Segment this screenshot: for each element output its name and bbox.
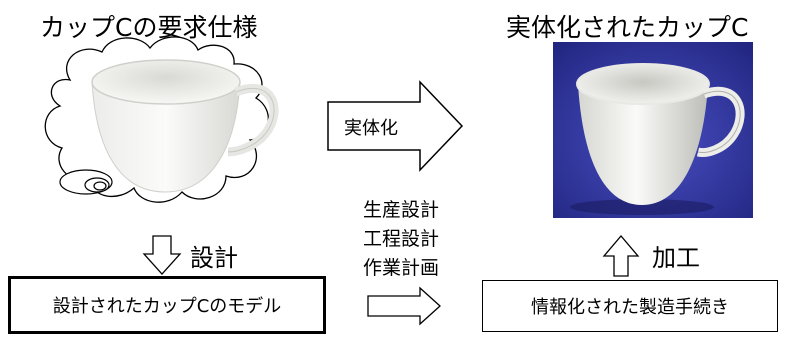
step-production-design: 生産設計 bbox=[362, 199, 439, 221]
process-label: 加工 bbox=[652, 244, 700, 272]
design-label: 設計 bbox=[190, 244, 238, 272]
step-process-design: 工程設計 bbox=[362, 228, 439, 250]
manufacturing-procedure-box: 情報化された製造手続き bbox=[482, 280, 778, 332]
materialize-label: 実体化 bbox=[344, 118, 398, 139]
step-work-planning: 作業計画 bbox=[362, 257, 439, 279]
requirement-title: カップCの要求仕様 bbox=[40, 13, 258, 42]
process-steps: 生産設計 工程設計 作業計画 bbox=[352, 196, 450, 283]
designed-model-box: 設計されたカップCのモデル bbox=[8, 276, 326, 334]
realized-cup-title: 実体化されたカップC bbox=[506, 13, 749, 42]
